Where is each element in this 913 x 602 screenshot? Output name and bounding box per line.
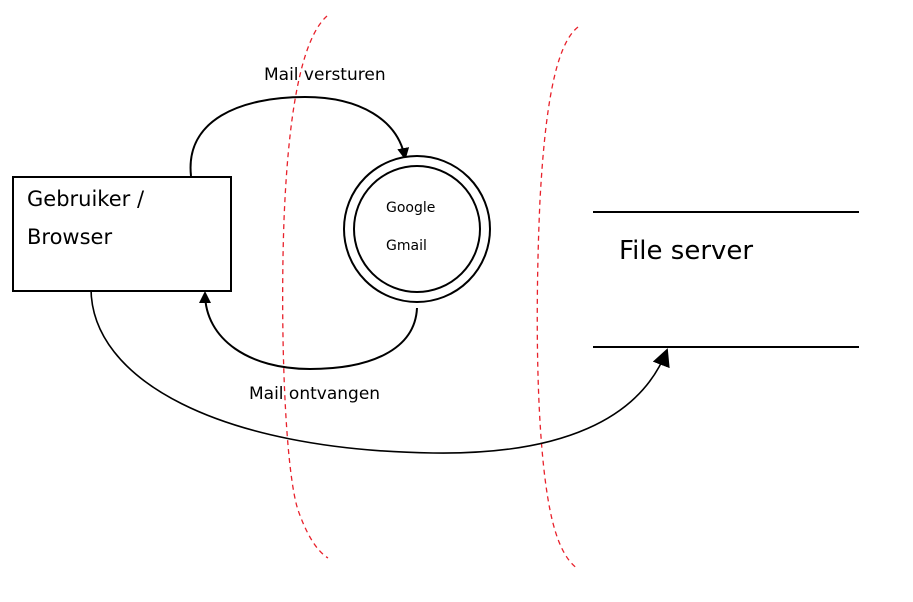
external-entity-label-line2: Browser bbox=[27, 225, 113, 249]
process-outer-circle bbox=[343, 155, 491, 303]
flow-mail-versturen-label: Mail versturen bbox=[264, 65, 386, 85]
trust-boundary-1 bbox=[282, 15, 329, 559]
flow-mail-ontvangen-arrow bbox=[199, 291, 418, 371]
flow-mail-ontvangen-label: Mail ontvangen bbox=[249, 384, 381, 404]
flow-mail-versturen-arrow bbox=[189, 95, 410, 177]
flow-file-server-arrow bbox=[90, 286, 670, 454]
external-entity-box bbox=[12, 176, 232, 292]
process-label-line1: Google bbox=[386, 200, 436, 216]
process-inner-circle bbox=[353, 165, 481, 293]
external-entity-label-line1: Gebruiker / bbox=[27, 187, 145, 211]
trust-boundary-2 bbox=[536, 26, 579, 570]
process-label-line2: Gmail bbox=[386, 238, 427, 254]
data-store-label: File server bbox=[619, 236, 754, 266]
